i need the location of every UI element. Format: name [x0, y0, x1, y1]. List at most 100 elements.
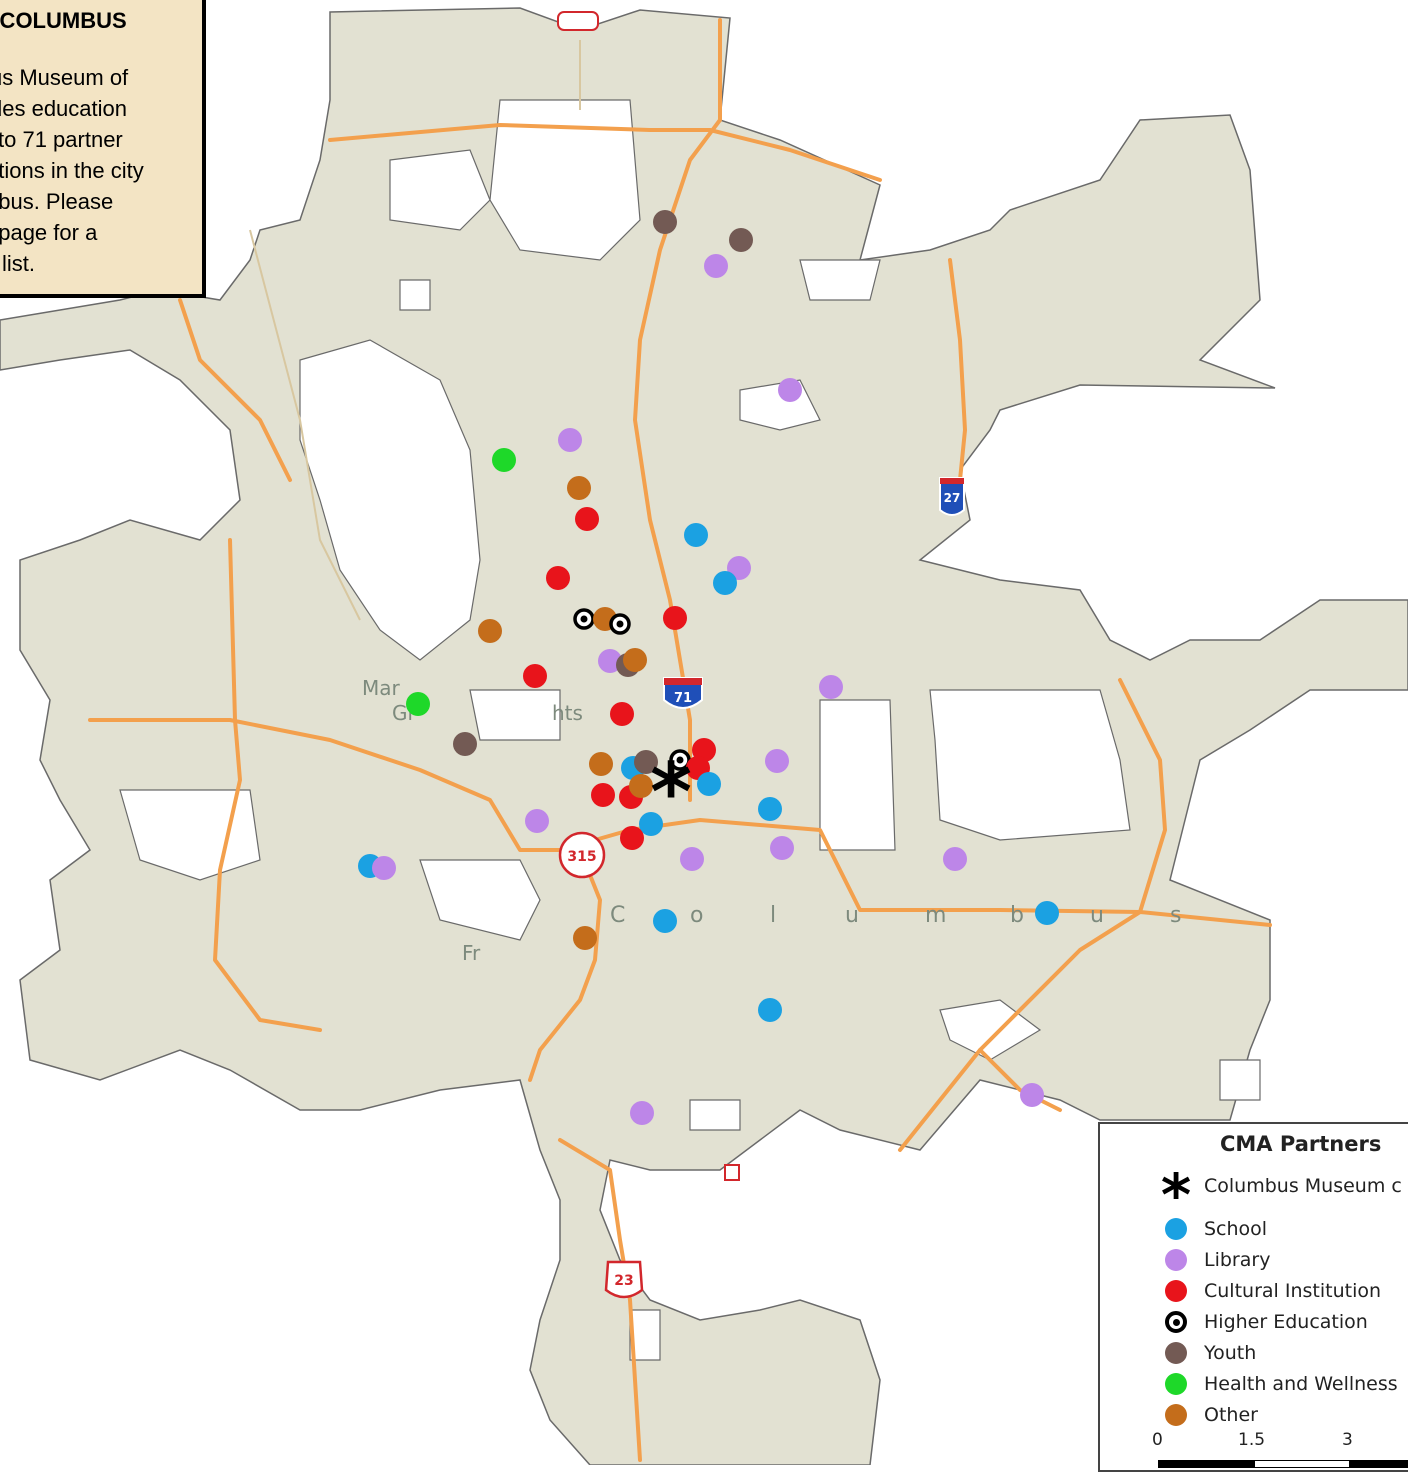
school-marker: [653, 909, 677, 933]
info-line: list.: [2, 251, 35, 276]
school-marker: [758, 797, 782, 821]
label-marble-1: Mar: [362, 676, 401, 700]
info-line: us Museum of: [0, 65, 129, 90]
library-marker: [765, 749, 789, 773]
school-marker: [758, 998, 782, 1022]
label-columbus-letter: s: [1170, 903, 1181, 928]
info-line: nbus. Please: [0, 189, 114, 214]
cultural-dot-icon: [1165, 1280, 1187, 1302]
label-columbus-letter: C: [610, 903, 625, 928]
library-marker: [558, 428, 582, 452]
info-box: F COLUMBUS us Museum of des education to…: [0, 0, 206, 298]
school-marker: [713, 571, 737, 595]
label-columbus-letter: m: [925, 903, 946, 928]
other-marker: [478, 619, 502, 643]
info-title: F COLUMBUS: [0, 8, 127, 33]
asterisk-icon: *: [1160, 1161, 1192, 1229]
school-marker: [684, 523, 708, 547]
library-marker: [525, 809, 549, 833]
label-columbus-letter: b: [1010, 903, 1024, 928]
higher-ed-marker-center: [616, 620, 624, 628]
info-line: des education: [0, 96, 127, 121]
health-dot-icon: [1165, 1373, 1187, 1395]
legend-item-higher-ed: Higher Education: [1100, 1308, 1368, 1336]
svg-text:23: 23: [614, 1273, 633, 1289]
library-dot-icon: [1165, 1249, 1187, 1271]
info-body: us Museum of des education to 71 partner…: [0, 62, 186, 279]
legend-item-museum: * Columbus Museum c: [1160, 1161, 1402, 1229]
svg-text:27: 27: [944, 491, 961, 505]
us23-shield: 23: [604, 1260, 644, 1299]
cultural-marker: [575, 507, 599, 531]
i270-shield: 27: [939, 477, 965, 516]
library-marker: [704, 254, 728, 278]
library-marker: [680, 847, 704, 871]
i71-shield: 71: [663, 677, 703, 709]
library-marker: [943, 847, 967, 871]
other-marker: [629, 774, 653, 798]
school-marker: [697, 772, 721, 796]
minor-roads: [249, 40, 581, 621]
label-columbus-letter: o: [690, 903, 703, 928]
info-line: ations in the city: [0, 158, 144, 183]
scale-label-2: 3: [1342, 1430, 1353, 1450]
library-marker: [630, 1101, 654, 1125]
other-marker: [623, 648, 647, 672]
higher-ed-marker-center: [676, 756, 684, 764]
scale-label-0: 0: [1152, 1430, 1163, 1450]
library-marker: [778, 378, 802, 402]
excluded-areas: [119, 99, 1261, 1361]
legend-item-cultural: Cultural Institution: [1100, 1277, 1381, 1305]
legend-title: CMA Partners: [1220, 1132, 1382, 1156]
library-marker: [770, 836, 794, 860]
library-marker: [819, 675, 843, 699]
youth-marker: [453, 732, 477, 756]
cultural-marker: [610, 702, 634, 726]
info-line: to 71 partner: [0, 127, 123, 152]
library-marker: [372, 856, 396, 880]
small-shield-north: [557, 11, 599, 31]
youth-dot-icon: [1165, 1342, 1187, 1364]
partner-markers: [358, 210, 1059, 1125]
museum-marker: *: [650, 746, 692, 839]
legend-item-health: Health and Wellness: [1100, 1370, 1398, 1398]
scale-label-1: 1.5: [1238, 1430, 1266, 1450]
other-marker: [589, 752, 613, 776]
higher-ed-marker-center: [580, 615, 588, 623]
label-columbus-letter: u: [845, 903, 859, 928]
svg-text:315: 315: [567, 849, 596, 865]
cultural-marker: [523, 664, 547, 688]
label-columbus-letter: l: [770, 903, 776, 928]
library-marker: [1020, 1083, 1044, 1107]
other-marker: [573, 926, 597, 950]
label-heights: hts: [552, 701, 583, 725]
cultural-marker: [546, 566, 570, 590]
other-marker: [567, 476, 591, 500]
other-dot-icon: [1165, 1404, 1187, 1426]
legend-item-school: School: [1100, 1215, 1267, 1243]
youth-marker: [634, 750, 658, 774]
label-fr: Fr: [462, 941, 481, 965]
label-columbus-letter: u: [1090, 903, 1104, 928]
svg-text:71: 71: [674, 691, 692, 706]
scale-bar: 0 1.5 3: [1100, 1430, 1408, 1470]
legend-item-youth: Youth: [1100, 1339, 1256, 1367]
legend-item-library: Library: [1100, 1246, 1270, 1274]
health-marker: [406, 692, 430, 716]
sr315-shield: 315: [558, 831, 606, 879]
school-marker: [1035, 901, 1059, 925]
target-icon: [1165, 1311, 1187, 1333]
cultural-marker: [591, 783, 615, 807]
youth-marker: [653, 210, 677, 234]
library-marker: [727, 556, 751, 580]
youth-marker: [729, 228, 753, 252]
library-marker: [598, 649, 622, 673]
health-marker: [492, 448, 516, 472]
info-line: t page for a: [0, 220, 98, 245]
legend: CMA Partners * Columbus Museum c School …: [1098, 1122, 1408, 1472]
cultural-marker: [620, 826, 644, 850]
cultural-marker: [663, 606, 687, 630]
school-dot-icon: [1165, 1218, 1187, 1240]
